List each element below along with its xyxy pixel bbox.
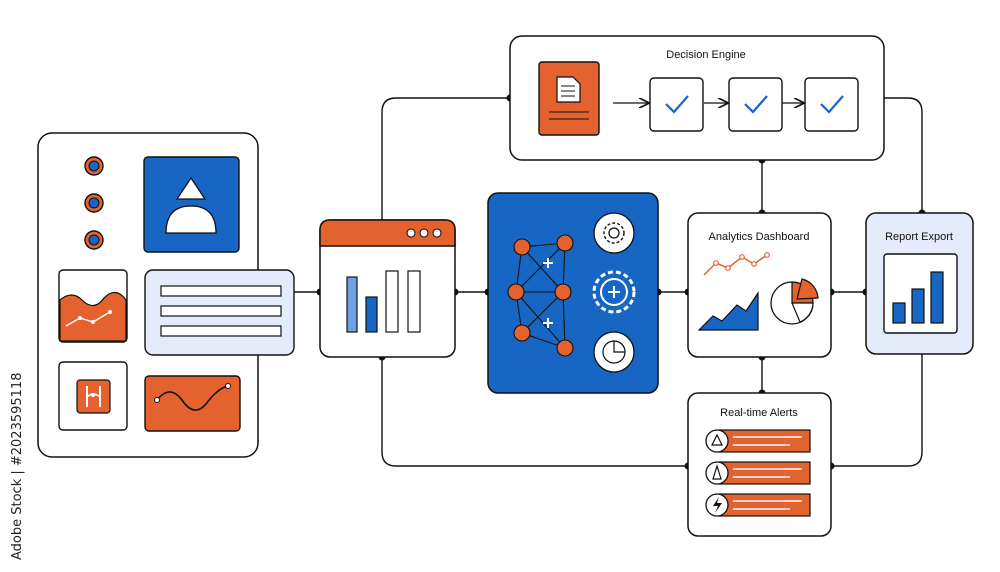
check-step-2 (728, 77, 783, 132)
pie-chart-icon (593, 331, 635, 373)
shapes-card (143, 156, 240, 253)
area-chart-icon (697, 291, 759, 331)
neural-network-icon (507, 234, 574, 357)
wave-chart-card (144, 375, 241, 432)
data-source-panel (37, 132, 295, 458)
pie-chart-icon (770, 278, 819, 325)
document-icon (538, 61, 600, 136)
line-chart-icon (703, 252, 770, 276)
warning-icon (711, 433, 723, 446)
check-icon (744, 95, 768, 114)
bar-chart-icon (346, 270, 421, 333)
filter-icon-card (58, 361, 128, 431)
report-export-title: Report Export (885, 231, 953, 243)
decision-engine-card: Decision Engine (509, 35, 885, 161)
browser-window-card (319, 219, 456, 358)
check-step-1 (649, 77, 704, 132)
alert-item-3 (705, 493, 811, 517)
text-lines-card (144, 269, 295, 356)
gear-icon (593, 212, 635, 254)
alert-item-2 (705, 461, 811, 485)
stock-id-watermark: Adobe Stock | #2023595118 (10, 373, 25, 560)
decision-engine-title: Decision Engine (666, 49, 746, 61)
warning-icon (712, 463, 722, 480)
analytics-dashboard-card: Analytics Dashboard (687, 212, 832, 358)
gear-plus-icon (592, 270, 636, 314)
check-icon (820, 95, 844, 114)
alert-item-1 (705, 429, 811, 453)
window-controls-icon (406, 228, 442, 238)
analytics-dashboard-title: Analytics Dashboard (709, 231, 810, 243)
check-step-3 (804, 77, 859, 132)
lightning-icon (713, 497, 722, 513)
report-export-card: Report Export (865, 212, 974, 355)
real-time-alerts-title: Real-time Alerts (720, 407, 798, 419)
report-bar-chart-icon (892, 271, 944, 324)
radio-options (84, 156, 104, 250)
ai-processing-card (487, 192, 659, 394)
check-icon (665, 95, 689, 114)
connector-lines (258, 97, 923, 467)
real-time-alerts-card: Real-time Alerts (687, 392, 832, 537)
area-chart-card (58, 269, 128, 343)
